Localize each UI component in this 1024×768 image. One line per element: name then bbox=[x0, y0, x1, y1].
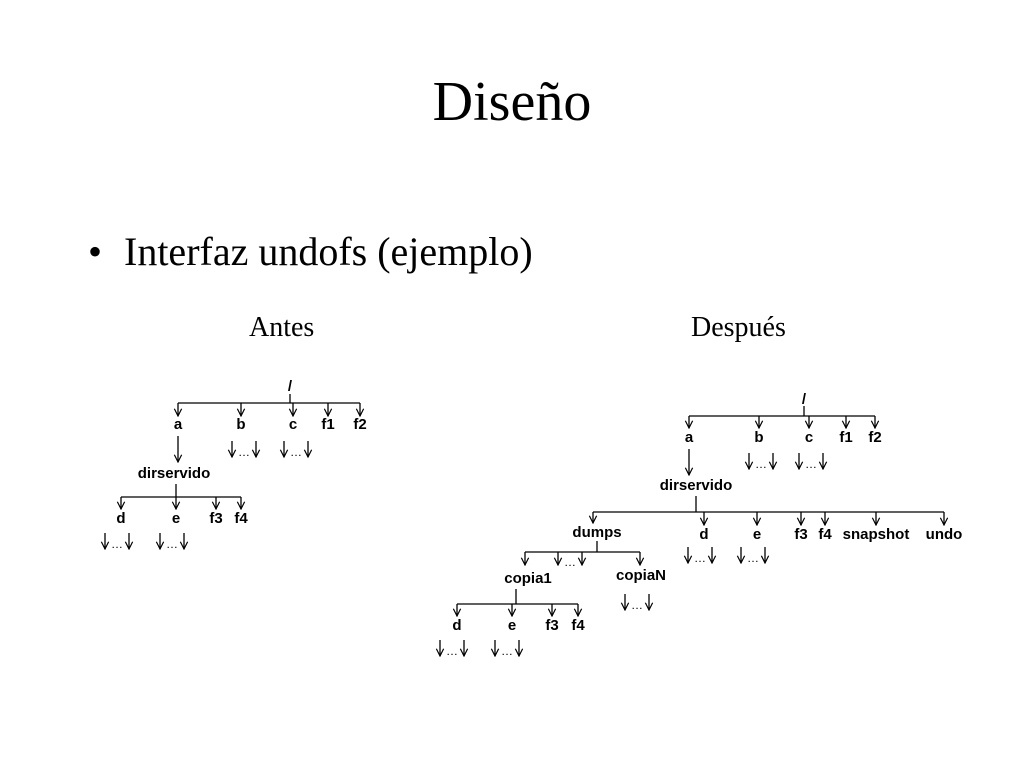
after-node-b: b bbox=[754, 429, 763, 446]
after-node-copia1: copia1 bbox=[504, 570, 552, 587]
before-node-a: a bbox=[174, 416, 183, 433]
before-label: Antes bbox=[249, 312, 315, 343]
collapsed-subtree-ellipsis: … bbox=[694, 551, 706, 565]
collapsed-subtree-ellipsis: … bbox=[755, 457, 767, 471]
before-node-b: b bbox=[236, 416, 245, 433]
after-node-d: d bbox=[699, 526, 708, 543]
collapsed-subtree-ellipsis: … bbox=[564, 555, 576, 569]
before-node-f4: f4 bbox=[234, 510, 248, 527]
after-root-node: / bbox=[802, 391, 807, 408]
after-node-f1: f1 bbox=[839, 429, 852, 446]
after-copia1-node-f4: f4 bbox=[571, 617, 585, 634]
bullet-marker: • bbox=[88, 229, 103, 274]
collapsed-subtree-ellipsis: … bbox=[238, 445, 250, 459]
after-node-copiaN: copiaN bbox=[616, 567, 666, 584]
before-root-node: / bbox=[288, 378, 293, 395]
collapsed-subtree-ellipsis: … bbox=[631, 598, 643, 612]
before-node-f3: f3 bbox=[209, 510, 222, 527]
before-node-f2: f2 bbox=[353, 416, 366, 433]
after-node-undo: undo bbox=[926, 526, 963, 543]
after-node-dirservido: dirservido bbox=[660, 477, 733, 494]
after-node-f3: f3 bbox=[794, 526, 807, 543]
collapsed-subtree-ellipsis: … bbox=[111, 537, 123, 551]
collapsed-subtree-ellipsis: … bbox=[446, 644, 458, 658]
after-node-f2: f2 bbox=[868, 429, 881, 446]
after-node-c: c bbox=[805, 429, 813, 446]
after-node-dumps: dumps bbox=[572, 524, 621, 541]
collapsed-subtree-ellipsis: … bbox=[166, 537, 178, 551]
bullet-item: • Interfaz undofs (ejemplo) bbox=[88, 228, 533, 276]
after-copia1-node-f3: f3 bbox=[545, 617, 558, 634]
bullet-text: Interfaz undofs (ejemplo) bbox=[124, 229, 533, 274]
after-node-snapshot: snapshot bbox=[843, 526, 910, 543]
after-copia1-node-e: e bbox=[508, 617, 516, 634]
collapsed-subtree-ellipsis: … bbox=[290, 445, 302, 459]
before-node-f1: f1 bbox=[321, 416, 334, 433]
slide-title: Diseño bbox=[432, 71, 592, 133]
after-node-a: a bbox=[685, 429, 694, 446]
before-node-c: c bbox=[289, 416, 297, 433]
after-label: Después bbox=[691, 312, 786, 343]
before-node-dirservido: dirservido bbox=[138, 465, 211, 482]
collapsed-subtree-ellipsis: … bbox=[805, 457, 817, 471]
collapsed-subtree-ellipsis: … bbox=[747, 551, 759, 565]
before-node-e: e bbox=[172, 510, 180, 527]
after-copia1-node-d: d bbox=[452, 617, 461, 634]
after-node-f4: f4 bbox=[818, 526, 832, 543]
before-node-d: d bbox=[116, 510, 125, 527]
collapsed-subtree-ellipsis: … bbox=[501, 644, 513, 658]
after-node-e: e bbox=[753, 526, 761, 543]
